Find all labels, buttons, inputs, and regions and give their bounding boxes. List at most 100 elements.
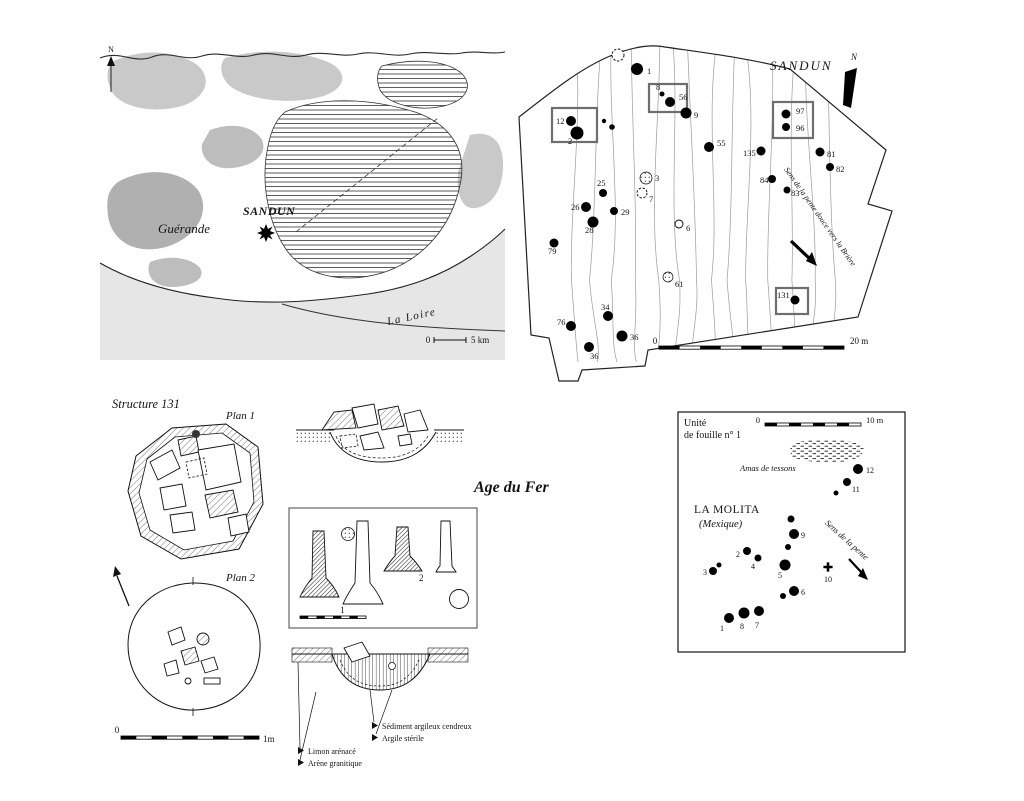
- feature-dot: [780, 593, 786, 599]
- slope-arrow: [848, 558, 868, 580]
- celt-outline: [435, 520, 457, 573]
- feature-dot: [659, 91, 665, 97]
- stone: [180, 646, 200, 666]
- contour-line: [726, 45, 736, 363]
- feature-dot: [665, 97, 675, 107]
- highlight-box: [771, 100, 815, 140]
- feature-number: 84: [760, 175, 769, 185]
- feature-dot: [680, 107, 692, 119]
- scale-bar-segment: [837, 423, 849, 426]
- feature-dot: [662, 271, 674, 283]
- feature-dot: [789, 586, 799, 596]
- contour-line: [630, 45, 637, 363]
- north-arrow: N: [107, 45, 115, 92]
- feature-number: 76: [557, 317, 566, 327]
- section-lower-drawing: [291, 641, 469, 766]
- scale-bar-segment: [741, 346, 762, 350]
- plan1-label: Plan 1: [225, 410, 255, 422]
- highlight-box: [774, 286, 810, 316]
- site-label: SANDUN: [243, 204, 296, 218]
- feature-dot: [789, 529, 799, 539]
- feature-dot: [549, 238, 559, 248]
- site-country: (Mexique): [699, 519, 743, 530]
- scale-bar-group: [658, 345, 845, 350]
- feature-number: 28: [585, 225, 594, 235]
- feature-dot: [631, 63, 643, 75]
- feature-dot: [754, 606, 764, 616]
- relief-patch: [221, 51, 343, 101]
- leader-line: [297, 661, 301, 749]
- scale-bar-segment: [333, 616, 342, 619]
- feature-dot: [738, 607, 750, 619]
- marsh-hatched-north: [377, 60, 468, 109]
- feature-dot: [674, 219, 684, 229]
- feature-dot: [611, 48, 625, 62]
- scale-zero: 0: [653, 336, 658, 346]
- town-label: Guérande: [158, 221, 210, 236]
- feature-number: 8: [656, 82, 660, 92]
- north-label: N: [850, 52, 858, 62]
- artifact-number: 1: [340, 605, 345, 615]
- feature-dot: [601, 118, 607, 124]
- slope-arrow-head: [858, 568, 868, 580]
- stone: [149, 449, 181, 481]
- scale-bar-segment: [823, 346, 844, 350]
- scale-bar-group: [299, 615, 367, 619]
- contour-line: [826, 45, 837, 363]
- highlight-boxes: [550, 82, 815, 316]
- contour-line: [610, 45, 618, 363]
- feature-number: 10: [824, 575, 832, 584]
- sherds-label: Amas de tessons: [739, 463, 796, 473]
- scale-bar-segment: [789, 423, 801, 426]
- feature-number: 1: [720, 624, 724, 633]
- scale-end: 1m: [263, 734, 275, 744]
- scale-zero: 0: [115, 725, 120, 735]
- feature-number: 81: [827, 149, 836, 159]
- scale-zero: 0: [756, 415, 760, 425]
- contour-line: [767, 45, 774, 363]
- marsh-briere-hatched: [264, 100, 463, 279]
- sandun-star-icon: [257, 224, 275, 242]
- stone: [321, 409, 357, 431]
- slope-arrow-shaft: [789, 239, 812, 261]
- celt-outline: [342, 520, 384, 605]
- feature-dot: [833, 490, 839, 496]
- feature-dot: [709, 567, 717, 575]
- feature-number: 8: [740, 622, 744, 631]
- north-coastline: [99, 51, 506, 60]
- map-scale: 0 5 km: [426, 335, 490, 345]
- plan-scale: 0 10 m: [756, 415, 884, 427]
- leader-arrow-head: [372, 734, 378, 741]
- feature-dot: [826, 163, 834, 171]
- plan-title: SANDUN: [770, 58, 833, 73]
- feature-dot: [785, 544, 791, 550]
- feature-number: 55: [717, 138, 726, 148]
- feature-number: 2: [736, 550, 740, 559]
- feature-dot: [779, 559, 791, 571]
- feature-number: 83: [791, 188, 800, 198]
- feature-dot: [570, 126, 584, 140]
- feature-dot: [781, 109, 791, 119]
- scale-end: 10 m: [866, 415, 884, 425]
- feature-dot: [756, 146, 766, 156]
- feature-dot: [639, 171, 653, 185]
- feature-dot: [566, 116, 576, 126]
- excavation-outline: [518, 45, 893, 382]
- feature-number: 7: [755, 621, 759, 630]
- scale-zero: 0: [426, 335, 431, 345]
- period-label: Age du Fer: [473, 479, 549, 496]
- plan1-drawing: [127, 423, 264, 560]
- scale-bar-group: [764, 422, 862, 427]
- scale-bar-segment: [765, 423, 777, 426]
- feature-number: 1: [647, 66, 651, 76]
- relief-patch: [107, 52, 206, 110]
- sea-area: [100, 229, 505, 360]
- ground-stipple: [436, 430, 464, 444]
- soil-hatch: [291, 647, 333, 663]
- structure-title: Structure 131: [112, 397, 180, 411]
- feature-dot: [754, 554, 762, 562]
- feature-number: 25: [597, 178, 606, 188]
- feature-dot: [704, 142, 714, 152]
- relief-patch: [457, 133, 504, 209]
